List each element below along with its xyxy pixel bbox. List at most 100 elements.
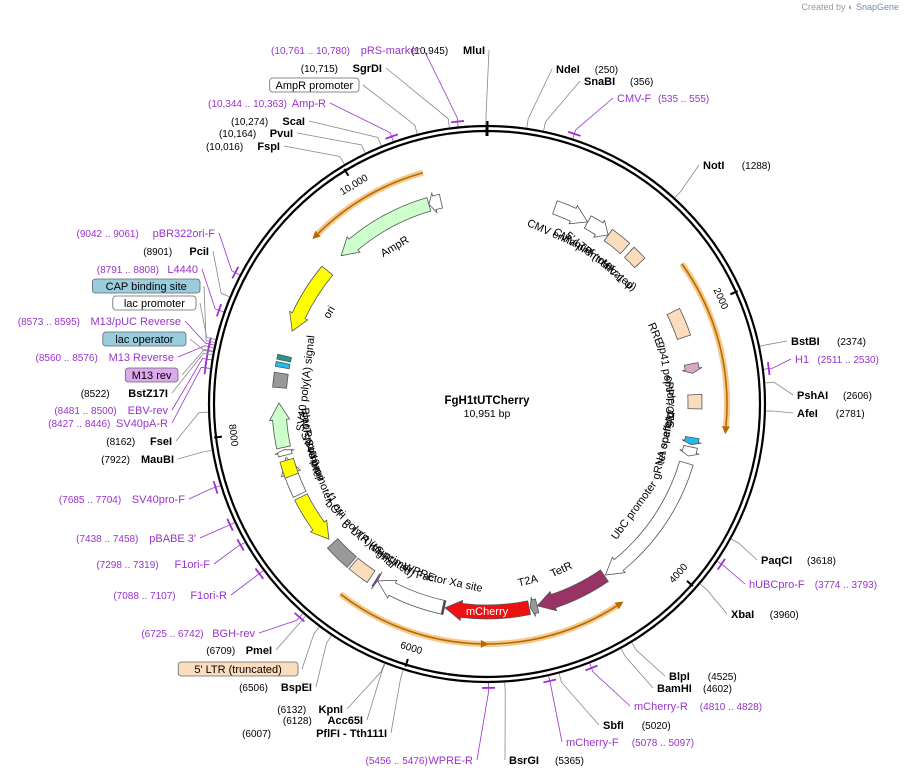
feature-shape [536, 569, 609, 612]
leader-line [181, 349, 214, 376]
primer-bgh-rev[interactable]: BGH-rev(6725 .. 6742) [141, 628, 255, 640]
site-pvui[interactable]: PvuI(10,164) [219, 128, 293, 140]
annotation-position: (3774 .. 3793) [815, 580, 877, 591]
plasmid-length: 10,951 bp [464, 408, 511, 420]
leader-line [177, 345, 214, 358]
primer-cmv-f[interactable]: CMV-F(535 .. 555) [617, 93, 709, 105]
leader-line [558, 673, 600, 726]
primer-mcherry-f[interactable]: mCherry-F(5078 .. 5097) [566, 737, 694, 749]
site-fspi[interactable]: FspI(10,016) [206, 141, 280, 153]
feature-ampr-promoter[interactable] [428, 191, 443, 214]
leader-line [308, 120, 382, 146]
primer-m13-puc-reverse[interactable]: M13/pUC Reverse(8573 .. 8595) [18, 316, 181, 328]
leader-line [201, 268, 224, 313]
feature-shape [371, 571, 383, 590]
primer-binding-mark [254, 567, 264, 580]
primer-f1ori-r[interactable]: F1ori-R(7088 .. 7107) [113, 590, 227, 602]
annotation-name: AfeI [797, 408, 818, 420]
annotation-position: (10,761 .. 10,780) [271, 46, 350, 57]
feature-lac-operator[interactable] [274, 361, 291, 370]
annotation-name: PaqCI [761, 555, 792, 567]
site-acc65i[interactable]: Acc65I(6128) [283, 715, 363, 727]
site-mlui[interactable]: MluI(10,945) [411, 45, 485, 57]
site-kpni[interactable]: KpnI(6132) [277, 704, 343, 716]
primer-wpre-r[interactable]: WPRE-R(5456 .. 5476) [366, 755, 474, 767]
annotation-position: (10,164) [219, 129, 256, 140]
site-fsei[interactable]: FseI(8162) [106, 436, 172, 448]
leader-line [199, 302, 216, 340]
feature-tag-box [112, 295, 197, 311]
leader-line [175, 411, 209, 442]
feature-tag-label: lac promoter [124, 298, 185, 310]
site-noti[interactable]: NotI(1288) [703, 160, 771, 172]
site-sgrdi[interactable]: SgrDI(10,715) [301, 63, 382, 75]
annotation-labels: MluI(10,945) NdeI(250)SnaBI(356) CMV-F(535… [18, 45, 879, 767]
feature-t2a[interactable]: T2A [517, 573, 540, 617]
site-sbfi[interactable]: SbfI(5020) [603, 720, 671, 732]
site-blpi[interactable]: BlpI(4525) [669, 671, 737, 683]
feature-tag-m13-rev[interactable]: M13 rev [124, 367, 179, 383]
primer-l4440[interactable]: L4440(8791 .. 8808) [97, 264, 198, 276]
feature-shape [272, 371, 289, 389]
primer-f1ori-f[interactable]: F1ori-F(7298 .. 7319) [96, 559, 210, 571]
site-xbai[interactable]: XbaI(3960) [731, 609, 799, 621]
site-bamhi[interactable]: BamHI(4602) [657, 683, 732, 695]
feature-tag-box [124, 367, 179, 383]
credit-brand: SnapGene [855, 2, 899, 12]
feature-bleor[interactable]: BleoR [268, 402, 314, 450]
site-pmei[interactable]: PmeI(6709) [206, 645, 272, 657]
feature-tag-box [92, 278, 201, 294]
feature-tag-ampr-promoter[interactable]: AmpR promoter [269, 77, 360, 93]
site-scai[interactable]: ScaI(10,274) [231, 116, 305, 128]
feature-tetr[interactable]: TetR [536, 560, 609, 612]
feature-shape [529, 596, 540, 617]
site-ndei[interactable]: NdeI(250) [556, 64, 618, 76]
site-afei[interactable]: AfeI(2781) [797, 408, 865, 420]
feature-tag-label: AmpR promoter [276, 80, 354, 92]
site-pshai[interactable]: PshAI(2606) [797, 390, 872, 402]
feature-mcherry[interactable]: mCherry [444, 599, 532, 622]
annotation-position: (5365) [555, 756, 584, 767]
leader-line [275, 615, 306, 651]
site-snabi[interactable]: SnaBI(356) [584, 76, 653, 88]
primer-pbr322ori-f[interactable]: pBR322ori-F(9042 .. 9061) [77, 228, 216, 240]
annotation-position: (4525) [708, 672, 737, 683]
primer-binding-mark [716, 558, 726, 571]
primer-m13-reverse[interactable]: M13 Reverse(8560 .. 8576) [36, 352, 174, 364]
leader-line [730, 538, 758, 561]
feature-cap-binding-site[interactable] [276, 353, 292, 363]
primer-sv40pa-r[interactable]: SV40pA-R(8427 .. 8446) [48, 418, 168, 430]
site-paqci[interactable]: PaqCI(3618) [761, 555, 836, 567]
leader-line [184, 320, 215, 346]
site-bsrgi[interactable]: BsrGI(5365) [509, 755, 584, 767]
annotation-name: PflFI - Tth111I [316, 728, 387, 740]
site-pflfi-tth111i[interactable]: PflFI - Tth111I(6007) [242, 728, 387, 740]
feature-tag-cap-binding-site[interactable]: CAP binding site [92, 278, 201, 294]
feature-f1-ori[interactable]: f1 ori [294, 491, 347, 540]
feature-cppt-cts[interactable]: cPPT/CTS [663, 376, 703, 428]
leader-line [526, 68, 553, 128]
feature-label: mCherry [466, 606, 509, 618]
feature-tag-lac-promoter[interactable]: lac promoter [112, 295, 197, 311]
primer-h1[interactable]: H1(2511 .. 2530) [795, 354, 879, 366]
primer-hubcpro-f[interactable]: hUBCpro-F(3774 .. 3793) [749, 579, 877, 591]
feature-ori[interactable]: ori [289, 265, 338, 332]
tick-label: 8000 [226, 424, 240, 448]
primer-prs-marker[interactable]: pRS-marker(10,761 .. 10,780) [271, 45, 420, 57]
primer-mcherry-r[interactable]: mCherry-R(4810 .. 4828) [634, 701, 762, 713]
feature-shape [348, 557, 376, 584]
site-bspei[interactable]: BspEI(6506) [239, 682, 312, 694]
tick-mark [404, 658, 409, 667]
feature-tag-lac-operator[interactable]: lac operator [102, 331, 187, 347]
site-bstbi[interactable]: BstBI(2374) [791, 336, 866, 348]
primer-amp-r[interactable]: Amp-R(10,344 .. 10,363) [208, 98, 326, 110]
site-maubi[interactable]: MauBI(7922) [101, 454, 174, 466]
site-pcii[interactable]: PciI(8901) [143, 246, 209, 258]
primer-ebv-rev[interactable]: EBV-rev(8481 .. 8500) [54, 405, 168, 417]
feature-shape [289, 265, 334, 332]
feature-tag-5-ltr-truncated[interactable]: 5' LTR (truncated) [177, 661, 299, 677]
feature-tag-label: M13 rev [132, 370, 172, 382]
primer-pbabe-3[interactable]: pBABE 3'(7438 .. 7458) [76, 533, 196, 545]
site-bstz17i[interactable]: BstZ17I(8522) [81, 388, 168, 400]
primer-sv40pro-f[interactable]: SV40pro-F(7685 .. 7704) [59, 494, 185, 506]
